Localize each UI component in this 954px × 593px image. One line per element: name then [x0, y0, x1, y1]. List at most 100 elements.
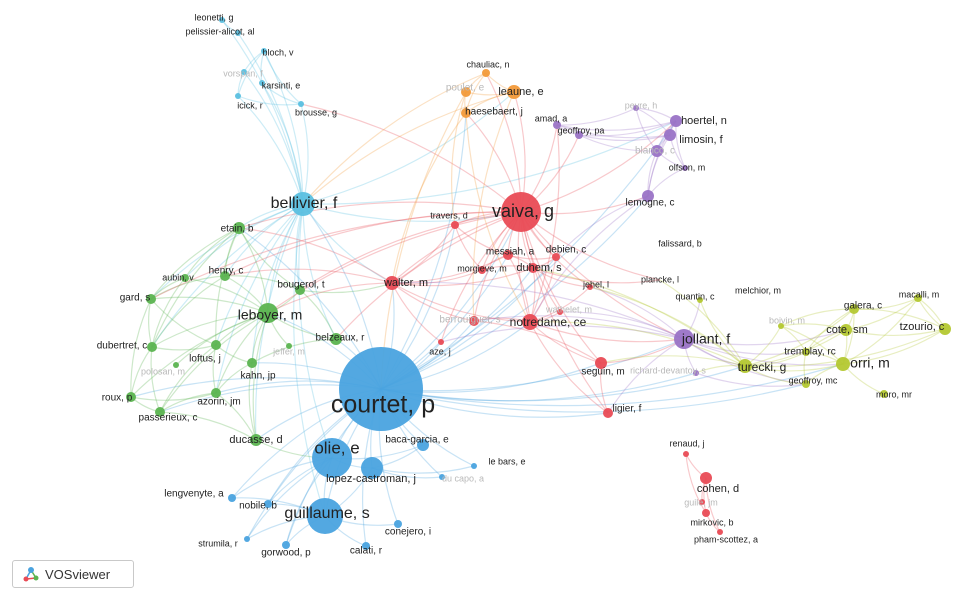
network-node-cote[interactable] — [840, 324, 852, 336]
network-node-peyre[interactable] — [633, 105, 639, 111]
node-label-guile[interactable]: guilé, jm — [684, 497, 718, 507]
node-label-lopez[interactable]: lopez-castroman, j — [326, 473, 416, 485]
node-label-wathelet[interactable]: wathelet, m — [545, 304, 592, 314]
node-label-cohen[interactable]: cohen, d — [697, 483, 739, 495]
network-node-leaune[interactable] — [507, 85, 521, 99]
network-node-lebars[interactable] — [471, 463, 477, 469]
node-label-morgieve[interactable]: morgieve, m — [457, 263, 507, 273]
network-node-geoffroy_pa[interactable] — [575, 131, 583, 139]
node-label-melchior[interactable]: melchior, m — [735, 285, 781, 295]
node-label-plancke[interactable]: plancke, l — [641, 274, 679, 284]
node-label-galera[interactable]: galera, c — [844, 301, 882, 312]
network-node-jollant[interactable] — [674, 329, 694, 349]
network-node-chauliac[interactable] — [482, 69, 490, 77]
node-label-conejero[interactable]: conejero, i — [385, 527, 431, 538]
network-node-passerieux[interactable] — [155, 407, 165, 417]
network-node-ducasse[interactable] — [250, 434, 262, 446]
network-node-loftus[interactable] — [211, 340, 221, 350]
node-label-leboyer[interactable]: leboyer, m — [238, 307, 303, 323]
node-label-jeffer[interactable]: jeffer, m — [272, 346, 305, 356]
network-node-tzourio[interactable] — [939, 323, 951, 335]
node-label-turecki[interactable]: turecki, g — [738, 360, 787, 374]
node-label-duhem[interactable]: duhem, s — [516, 262, 562, 274]
network-node-lengvenyte[interactable] — [228, 494, 236, 502]
node-label-karsinti[interactable]: karsinti, e — [262, 80, 301, 90]
node-label-brousse[interactable]: brousse, g — [295, 107, 337, 117]
network-node-richard[interactable] — [693, 370, 699, 376]
network-node-turecki[interactable] — [738, 359, 752, 373]
node-label-roux[interactable]: roux, p — [102, 393, 133, 404]
node-label-aze[interactable]: aze, j — [429, 346, 451, 356]
network-node-poulet[interactable] — [461, 87, 471, 97]
node-label-lemogne[interactable]: lemogne, c — [626, 198, 675, 209]
node-label-olie[interactable]: olie, e — [314, 438, 359, 457]
network-node-travers[interactable] — [451, 221, 459, 229]
network-node-brousse[interactable] — [298, 101, 304, 107]
node-label-baca[interactable]: baca-garcia, e — [385, 435, 449, 446]
network-node-karsinti[interactable] — [259, 80, 265, 86]
network-node-walter[interactable] — [385, 276, 399, 290]
network-node-vorspan[interactable] — [241, 69, 247, 75]
network-node-calati[interactable] — [362, 542, 370, 550]
node-label-passerieux[interactable]: passerieux, c — [139, 413, 198, 424]
node-label-dubertret[interactable]: dubertret, c — [97, 341, 148, 352]
node-label-orri[interactable]: orri, m — [850, 355, 890, 371]
node-label-vorspan[interactable]: vorspan, f — [223, 68, 263, 78]
node-label-limosin[interactable]: limosin, f — [679, 134, 723, 146]
network-node-cohen[interactable] — [700, 472, 712, 484]
node-label-macalli[interactable]: macalli, m — [899, 289, 940, 299]
network-node-lopez[interactable] — [361, 457, 383, 479]
network-node-leboyer[interactable] — [258, 303, 278, 323]
network-node-mirkovic[interactable] — [702, 509, 710, 517]
network-node-guillaume[interactable] — [307, 498, 343, 534]
node-label-tremblay[interactable]: tremblay, rc — [784, 347, 836, 358]
node-label-vaiva[interactable]: vaiva, g — [492, 201, 554, 221]
node-label-aubin[interactable]: aubin, v — [162, 272, 194, 282]
node-label-bloch[interactable]: bloch, v — [262, 47, 294, 57]
network-node-galera[interactable] — [849, 304, 859, 314]
network-node-leonetti[interactable] — [219, 17, 225, 23]
network-node-olfson[interactable] — [682, 165, 688, 171]
network-node-pham[interactable] — [717, 529, 723, 535]
node-label-richard[interactable]: richard-devantoy, s — [630, 365, 706, 375]
node-label-poulet[interactable]: poulet, e — [446, 83, 485, 94]
node-label-guillaume[interactable]: guillaume, s — [284, 505, 369, 522]
network-node-jeffer[interactable] — [286, 343, 292, 349]
network-node-bloch[interactable] — [261, 48, 267, 54]
node-label-calati[interactable]: calati, r — [350, 546, 383, 557]
node-label-olfson[interactable]: olfson, m — [669, 162, 706, 172]
network-node-baca[interactable] — [417, 439, 429, 451]
network-node-strumila[interactable] — [244, 536, 250, 542]
network-node-seguin[interactable] — [595, 357, 607, 369]
network-node-roux[interactable] — [126, 392, 136, 402]
node-label-jehel[interactable]: jehel, l — [582, 279, 609, 289]
network-node-ducapo[interactable] — [439, 474, 445, 480]
node-label-geoffroy_pa[interactable]: geoffroy, pa — [558, 125, 605, 135]
node-label-messiah[interactable]: messiah, a — [486, 247, 535, 258]
network-node-pelissier[interactable] — [235, 30, 241, 36]
network-node-ligier[interactable] — [603, 408, 613, 418]
node-label-bougerol[interactable]: bougerol, t — [277, 280, 324, 291]
network-node-polosan[interactable] — [173, 362, 179, 368]
network-node-duhem[interactable] — [528, 263, 538, 273]
network-node-aubin[interactable] — [181, 274, 189, 282]
node-label-polosan[interactable]: polosan, m — [141, 366, 185, 376]
network-node-lemogne[interactable] — [642, 190, 654, 202]
node-label-etain[interactable]: etain, b — [221, 224, 254, 235]
network-node-haesebaert[interactable] — [461, 108, 471, 118]
network-node-limosin[interactable] — [664, 129, 676, 141]
network-node-macalli[interactable] — [914, 294, 922, 302]
node-label-courtet[interactable]: courtet, p — [331, 391, 435, 419]
node-label-pham[interactable]: pham-scottez, a — [694, 534, 758, 544]
network-node-icick[interactable] — [235, 93, 241, 99]
network-node-notredame[interactable] — [522, 314, 538, 330]
node-label-leonetti[interactable]: leonetti, g — [194, 12, 233, 22]
network-node-bougerol[interactable] — [295, 285, 305, 295]
node-label-quantin[interactable]: quantin, c — [675, 291, 715, 301]
network-node-tremblay[interactable] — [802, 348, 810, 356]
network-node-azorin[interactable] — [211, 388, 221, 398]
network-node-henry[interactable] — [220, 271, 230, 281]
node-label-seguin[interactable]: seguin, m — [581, 367, 624, 378]
node-label-chauliac[interactable]: chauliac, n — [466, 59, 509, 69]
network-node-olie[interactable] — [312, 438, 352, 478]
